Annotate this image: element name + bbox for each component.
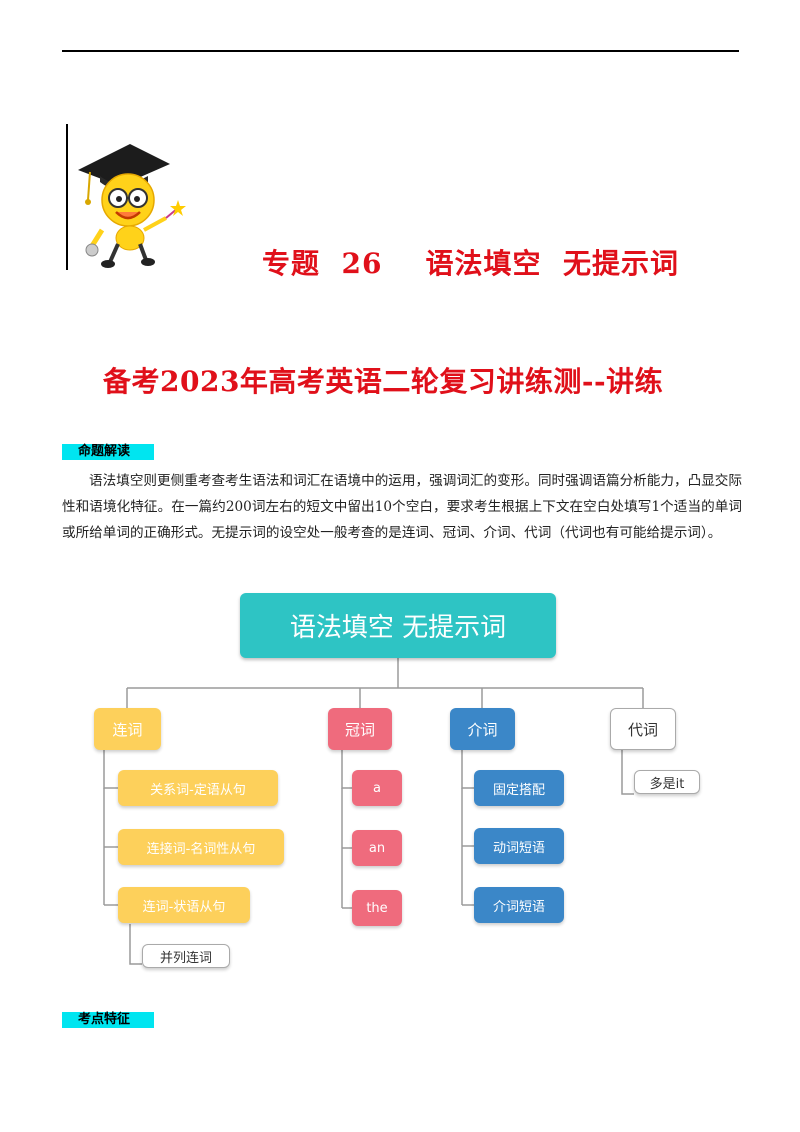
page-subtitle: 备考2023年高考英语二轮复习讲练测--讲练: [103, 365, 664, 398]
node-conjunction: 连词: [94, 708, 161, 750]
node-prepositional-phrase: 介词短语: [474, 887, 564, 923]
diagram-root-node: 语法填空 无提示词: [240, 593, 556, 658]
node-article: 冠词: [328, 708, 392, 750]
node-mostly-it: 多是it: [634, 770, 700, 794]
node-verb-phrase: 动词短语: [474, 828, 564, 864]
node-article-an: an: [352, 830, 402, 866]
node-article-the: the: [352, 890, 402, 926]
node-relative-word: 关系词-定语从句: [118, 770, 278, 806]
intro-paragraph: 语法填空则更侧重考查考生语法和词汇在语境中的运用，强调词汇的变形。同时强调语篇分…: [62, 473, 742, 541]
node-fixed-collocation: 固定搭配: [474, 770, 564, 806]
left-vertical-rule: [66, 124, 68, 270]
node-preposition: 介词: [450, 708, 515, 750]
node-article-a: a: [352, 770, 402, 806]
node-coordinating-conjunction: 并列连词: [142, 944, 230, 968]
node-pronoun: 代词: [610, 708, 676, 750]
top-rule: [62, 50, 739, 52]
section-label-features: 考点特征: [62, 1012, 154, 1028]
graduate-mascot-icon: [78, 144, 186, 268]
node-adverbial-conjunction: 连词-状语从句: [118, 887, 250, 923]
page-title: 专题 26 语法填空 无提示词: [262, 247, 679, 280]
node-connective-word: 连接词-名词性从句: [118, 829, 284, 865]
section-label-intro: 命题解读: [62, 444, 154, 460]
